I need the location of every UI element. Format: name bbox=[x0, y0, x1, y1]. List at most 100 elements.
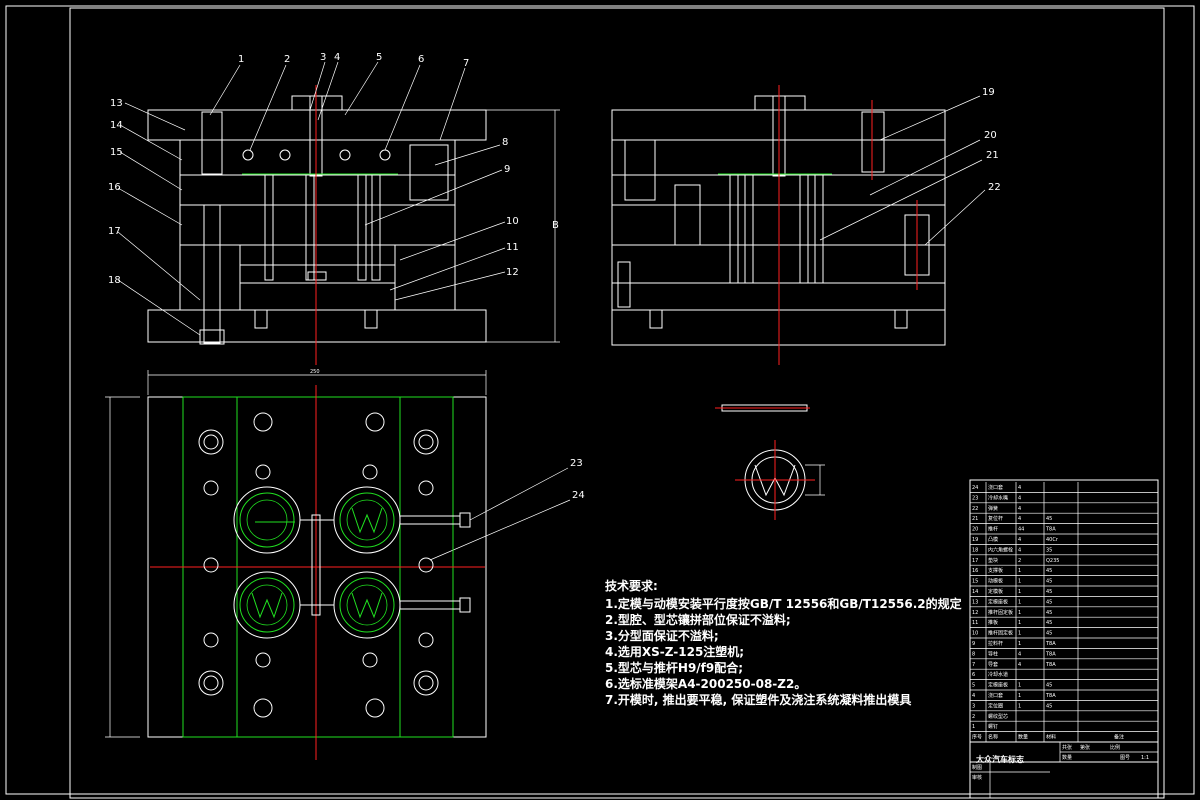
bom-cell: 45 bbox=[1046, 631, 1052, 637]
bom-cell: T8A bbox=[1045, 527, 1056, 533]
bom-cell: 21 bbox=[972, 516, 978, 522]
label-5: 5 bbox=[376, 52, 382, 63]
bom-cell: 4 bbox=[1018, 516, 1021, 522]
bom-cell: 45 bbox=[1046, 589, 1052, 595]
label-14: 14 bbox=[110, 120, 123, 131]
label-1: 1 bbox=[238, 54, 244, 65]
bom-cell: 定模板 bbox=[988, 588, 1003, 595]
part-labels-left: 1 2 3 4 5 6 7 8 9 10 11 12 13 14 15 16 1… bbox=[108, 52, 519, 286]
title-label: 第张 bbox=[1080, 744, 1090, 751]
bom-cell: 1 bbox=[1018, 589, 1021, 595]
title-label: 图号 bbox=[1120, 755, 1130, 761]
bom-cell: T8A bbox=[1045, 693, 1056, 699]
bom-cell: 4 bbox=[1018, 662, 1021, 668]
bom-cell: 45 bbox=[1046, 579, 1052, 585]
bom-cell: 18 bbox=[972, 547, 978, 553]
bom-cell: T8A bbox=[1045, 662, 1056, 668]
bom-cell: 6 bbox=[972, 672, 975, 678]
label-19: 19 bbox=[982, 87, 995, 98]
bom-cell: 23 bbox=[972, 495, 978, 501]
label-18: 18 bbox=[108, 275, 121, 286]
bom-header: 序号 bbox=[972, 734, 982, 741]
tech-requirements: 技术要求: 1.定模与动模安装平行度按GB/T 12556和GB/T12556.… bbox=[605, 578, 962, 707]
bom-cell: 1 bbox=[1018, 610, 1021, 616]
bom-cell: 定模座板 bbox=[988, 598, 1008, 605]
bom-cell: 支撑板 bbox=[988, 567, 1003, 574]
tech-item-5: 5.型芯与推杆H9/f9配合; bbox=[605, 660, 743, 675]
sign-label: 审核 bbox=[972, 774, 982, 781]
bom-cell: 45 bbox=[1046, 683, 1052, 689]
tech-item-1: 1.定模与动模安装平行度按GB/T 12556和GB/T12556.2的规定 bbox=[605, 596, 962, 611]
bom-cell: 44 bbox=[1018, 527, 1024, 533]
scale-value: 1:1 bbox=[1141, 755, 1149, 761]
label-24: 24 bbox=[572, 490, 585, 501]
plan-view: 250 bbox=[105, 369, 487, 760]
plan-holes bbox=[198, 412, 439, 718]
bom-cell: 1 bbox=[1018, 599, 1021, 605]
bom-cell: 复位杆 bbox=[988, 515, 1003, 522]
title-label: 比例 bbox=[1110, 744, 1120, 751]
label-6: 6 bbox=[418, 54, 424, 65]
bom-header: 材料 bbox=[1046, 734, 1056, 741]
part-labels-right: 19 20 21 22 23 24 bbox=[570, 87, 1001, 501]
bom-cell: 3 bbox=[972, 703, 975, 709]
bom-cell: 4 bbox=[1018, 537, 1021, 543]
bom-cell: 导柱 bbox=[988, 650, 998, 657]
bom-cell: 7 bbox=[972, 662, 975, 668]
label-16: 16 bbox=[108, 182, 121, 193]
bom-cell: 1 bbox=[1018, 683, 1021, 689]
tech-item-6: 6.选标准模架A4-200250-08-Z2。 bbox=[605, 676, 806, 691]
bom-cell: 定模座板 bbox=[988, 682, 1008, 689]
label-23: 23 bbox=[570, 458, 583, 469]
bom-cell: 拉料杆 bbox=[988, 640, 1003, 647]
bom-cell: 推板 bbox=[988, 619, 998, 626]
drawing-title: 大众汽车标志 bbox=[976, 754, 1024, 764]
bom-cell: 14 bbox=[972, 589, 978, 595]
tech-item-3: 3.分型面保证不溢料; bbox=[605, 628, 719, 643]
label-9: 9 bbox=[504, 164, 510, 175]
bom-cell: 4 bbox=[972, 693, 975, 699]
bom-cell: 12 bbox=[972, 610, 978, 616]
label-10: 10 bbox=[506, 216, 519, 227]
label-13: 13 bbox=[110, 98, 123, 109]
bom-cell: 1 bbox=[1018, 693, 1021, 699]
label-11: 11 bbox=[506, 242, 519, 253]
bom-cell: 凸模 bbox=[988, 536, 998, 543]
tech-item-7: 7.开模时, 推出要平稳, 保证塑件及浇注系统凝料推出模具 bbox=[605, 692, 911, 707]
bom-cell: 推杆固定板 bbox=[988, 630, 1013, 637]
bom-cell: 45 bbox=[1046, 568, 1052, 574]
bom-cell: 垫块 bbox=[988, 557, 998, 564]
tech-item-2: 2.型腔、型芯镶拼部位保证不溢料; bbox=[605, 612, 791, 627]
bom-cell: 45 bbox=[1046, 620, 1052, 626]
bom-cell: 45 bbox=[1046, 703, 1052, 709]
label-7: 7 bbox=[463, 58, 469, 69]
bom-header: 数量 bbox=[1018, 734, 1028, 741]
outer-border bbox=[5, 5, 1195, 795]
label-20: 20 bbox=[984, 130, 997, 141]
bom-cell: 45 bbox=[1046, 610, 1052, 616]
bom-header: 备注 bbox=[1114, 734, 1124, 741]
bom-cell: 弹簧 bbox=[988, 505, 998, 512]
bom-cell: 2 bbox=[972, 714, 975, 720]
title-label: 共张 bbox=[1062, 744, 1072, 751]
bom-cell: 9 bbox=[972, 641, 975, 647]
label-21: 21 bbox=[986, 150, 999, 161]
bom-cell: 1 bbox=[972, 724, 975, 730]
bom-cell: 导套 bbox=[988, 661, 998, 668]
bom-cell: 35 bbox=[1046, 547, 1052, 553]
bom-cell: 5 bbox=[972, 683, 975, 689]
bom-cell: 2 bbox=[1018, 558, 1021, 564]
bom-cell: 1 bbox=[1018, 641, 1021, 647]
label-17: 17 bbox=[108, 226, 121, 237]
bom-cell: 浇口套 bbox=[988, 484, 1003, 491]
bom-cell: 1 bbox=[1018, 631, 1021, 637]
label-15: 15 bbox=[110, 147, 123, 158]
label-8: 8 bbox=[502, 137, 508, 148]
part-detail bbox=[715, 404, 825, 520]
bom-cell: 20 bbox=[972, 527, 978, 533]
bom-cell: 内六角螺栓 bbox=[988, 546, 1013, 553]
tech-heading: 技术要求: bbox=[605, 578, 658, 593]
bom-cell: 8 bbox=[972, 651, 975, 657]
inner-border bbox=[69, 7, 1165, 799]
